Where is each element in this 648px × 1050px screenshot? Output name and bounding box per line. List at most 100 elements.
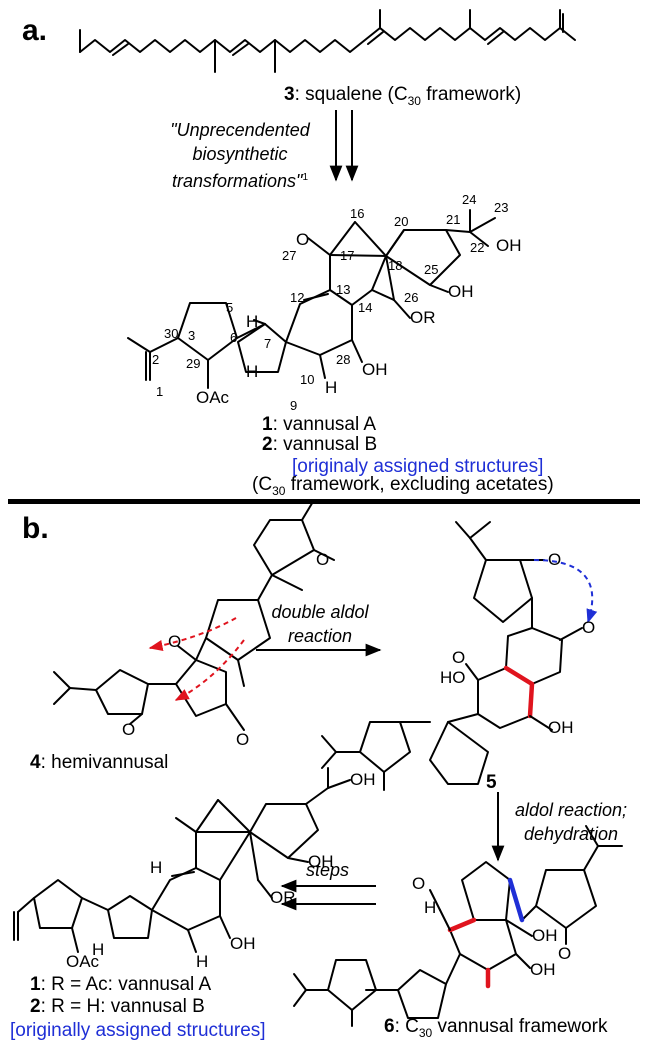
- atom-number-3: 3: [188, 328, 196, 343]
- compound-1-name-b: : R = Ac: vannusal A: [40, 974, 212, 995]
- compound-1-caption-a: 1: vannusal A: [262, 414, 376, 436]
- atom-number-26: 26: [404, 290, 419, 305]
- compound-2-number-b: 2: [30, 996, 41, 1017]
- compound-2-caption-b: 2: R = H: vannusal B: [30, 996, 205, 1018]
- panel-divider: [8, 499, 640, 504]
- atom-number-1: 1: [156, 384, 164, 399]
- atom-number-22: 22: [470, 240, 485, 255]
- aldol-dehydration-label-line-2: dehydration: [523, 824, 619, 844]
- atom-number-17: 17: [340, 248, 355, 263]
- aldehyde-o-label: O: [296, 230, 310, 249]
- compound-6-number: 6: [384, 1016, 395, 1037]
- ketone-o-4b: O: [122, 720, 136, 739]
- atom-number-23: 23: [494, 200, 509, 215]
- squalene-name: : squalene (C: [294, 84, 408, 105]
- atom-number-30: 30: [164, 326, 179, 341]
- aldol-arrow-red-2: [174, 639, 245, 701]
- atom-number-5: 5: [226, 300, 234, 315]
- aldehyde-o-4c: O: [168, 632, 182, 651]
- atom-number-29: 29: [186, 356, 201, 371]
- h-label-7: H: [246, 362, 259, 381]
- compound-1-name-a: : vannusal A: [272, 414, 377, 435]
- atom-number-16: 16: [350, 206, 365, 221]
- atom-number-24: 24: [462, 192, 477, 207]
- ketone-o-6: O: [558, 944, 572, 963]
- oh-label-final-1: OH: [350, 770, 376, 789]
- oac-label-a: OAc: [196, 388, 230, 407]
- compound-5-structure: [321, 521, 583, 791]
- oh-label-6a: OH: [532, 926, 558, 945]
- atom-number-28: 28: [336, 352, 351, 367]
- double-aldol-label-line-2: reaction: [287, 626, 353, 646]
- oac-label-final: OAc: [66, 952, 100, 971]
- compound-4-name: : hemivannusal: [40, 752, 169, 773]
- h-label-6-aldehyde: H: [424, 898, 437, 917]
- compound-2-name-b: : R = H: vannusal B: [40, 996, 205, 1017]
- compound-6-structure: [293, 825, 623, 1027]
- atom-number-25: 25: [424, 262, 439, 277]
- vannusal-structure-a: [127, 209, 496, 389]
- atom-number-7: 7: [264, 336, 272, 351]
- atom-number-12: 12: [290, 290, 305, 305]
- aldehyde-o-5b: O: [582, 618, 596, 637]
- double-aldol-label-line-1: double aldol: [271, 602, 369, 622]
- compound-2-name-a: : vannusal B: [272, 434, 378, 455]
- aldehyde-o-6: O: [412, 874, 426, 893]
- squalene-framework-text: framework): [420, 84, 522, 105]
- atom-number-14: 14: [358, 300, 373, 315]
- compound-1-number-b: 1: [30, 974, 41, 995]
- double-aldol-label: double aldol reaction: [262, 600, 378, 648]
- aldol-arrow-blue: [533, 559, 598, 624]
- h-label-10: H: [325, 378, 338, 397]
- assigned-structures-note-a: [originaly assigned structures]: [292, 456, 544, 477]
- compound-6-caption: 6: C30 vannusal framework: [384, 1016, 608, 1040]
- atom-number-10: 10: [300, 372, 315, 387]
- oh-label-final-2: OH: [308, 852, 334, 871]
- aldehyde-o-4d: O: [236, 730, 250, 749]
- oh-label-final-3: OH: [230, 934, 256, 953]
- compound-4-number: 4: [30, 752, 41, 773]
- biosynthesis-note-line-2: biosynthetic: [192, 144, 288, 164]
- assigned-structures-note-b: [originally assigned structures]: [10, 1020, 266, 1041]
- oh-label-22: OH: [496, 236, 522, 255]
- biosynthesis-note: "Unprecendented biosynthetic transformat…: [150, 118, 330, 193]
- compound-1-caption-b: 1: R = Ac: vannusal A: [30, 974, 211, 996]
- atom-number-27: 27: [282, 248, 297, 263]
- aldol-dehydration-label: aldol reaction; dehydration: [506, 798, 636, 846]
- panel-a-label: a.: [22, 14, 48, 47]
- aldol-dehydration-label-line-1: aldol reaction;: [514, 800, 628, 820]
- aldehyde-h-final: H: [150, 858, 163, 877]
- panel-b-label: b.: [22, 512, 49, 545]
- oh-label-5: OH: [548, 718, 574, 737]
- compound-4-caption: 4: hemivannusal: [30, 752, 168, 774]
- squalene-c30-sub: 30: [407, 93, 421, 108]
- atom-number-2: 2: [152, 352, 160, 367]
- h-label-final-3: H: [196, 952, 209, 971]
- atom-number-18: 18: [388, 258, 403, 273]
- biosynthesis-note-ref: 1: [302, 172, 308, 183]
- squalene-structure: [79, 9, 576, 73]
- vannusal-structure-b: [13, 767, 351, 953]
- steps-label: steps: [306, 860, 350, 880]
- compound-2-number-a: 2: [262, 434, 273, 455]
- oh-label-6b: OH: [530, 960, 556, 979]
- squalene-caption: 3: squalene (C30 framework): [284, 84, 521, 108]
- h-label-6: H: [246, 312, 259, 331]
- aldehyde-o-5c: O: [452, 648, 466, 667]
- h-label-final-2: H: [92, 940, 105, 959]
- compound-5-caption: 5: [486, 772, 497, 794]
- atom-number-21: 21: [446, 212, 461, 227]
- compound-6-c30-sub: 30: [418, 1025, 433, 1040]
- compound-3-number: 3: [284, 84, 295, 105]
- atom-number-20: 20: [394, 214, 409, 229]
- ketone-o-4a: O: [316, 550, 330, 569]
- framework-c30-sub: 30: [272, 483, 286, 498]
- ketone-o-5a: O: [548, 550, 562, 569]
- biosynthesis-note-line-3: transformations"1: [171, 171, 308, 191]
- or-label-26: OR: [410, 308, 436, 327]
- compound-5-number: 5: [486, 772, 497, 793]
- atom-number-6: 6: [230, 330, 238, 345]
- compound-2-caption-a: 2: vannusal B: [262, 434, 377, 456]
- compound-1-number-a: 1: [262, 414, 273, 435]
